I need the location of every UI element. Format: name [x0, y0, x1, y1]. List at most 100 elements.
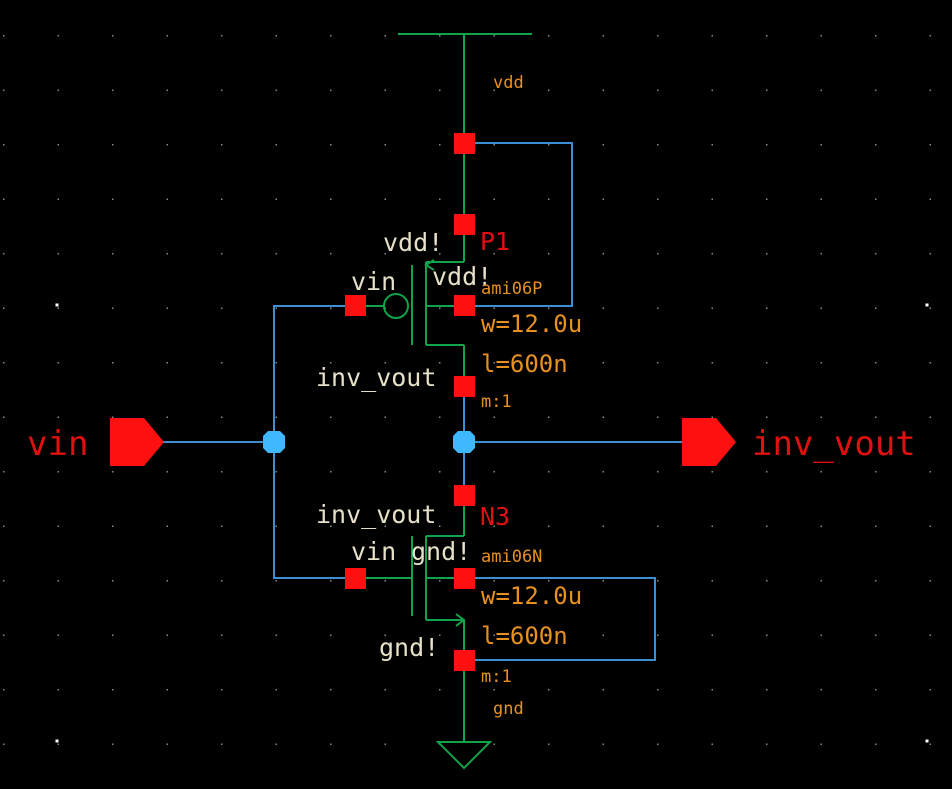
- grid-dot: [112, 689, 114, 691]
- grid-dot: [384, 416, 386, 418]
- grid-dot: [602, 416, 604, 418]
- grid-dot: [929, 689, 931, 691]
- grid-dot: [711, 307, 713, 309]
- grid-dot: [548, 198, 550, 200]
- ground-icon: [435, 741, 493, 770]
- port-label-vin: vin: [27, 424, 88, 464]
- grid-dot: [548, 307, 550, 309]
- pmos-instance-label: P1: [480, 227, 510, 256]
- grid-dot: [766, 307, 768, 309]
- grid-dot: [3, 362, 5, 364]
- grid-dot: [330, 743, 332, 745]
- grid-dot: [57, 743, 59, 745]
- grid-dot: [766, 580, 768, 582]
- net-vdd-bulk-wire[interactable]: [464, 142, 573, 307]
- grid-dot: [875, 144, 877, 146]
- pmos-width-label: w=12.0u: [481, 310, 582, 338]
- grid-dot: [657, 362, 659, 364]
- grid-dot: [221, 253, 223, 255]
- grid-dot: [166, 689, 168, 691]
- grid-dot: [384, 580, 386, 582]
- grid-dot: [711, 416, 713, 418]
- grid-dot: [3, 634, 5, 636]
- grid-dot: [711, 580, 713, 582]
- grid-dot: [766, 471, 768, 473]
- grid-dot: [657, 634, 659, 636]
- nmos-bulk-terminal-label: gnd!: [411, 537, 471, 566]
- grid-dot: [57, 144, 59, 146]
- grid-dot: [166, 580, 168, 582]
- grid-dot: [384, 89, 386, 91]
- nmos-width-label: w=12.0u: [481, 582, 582, 610]
- grid-dot: [548, 362, 550, 364]
- grid-dot: [766, 634, 768, 636]
- output-port-inv-vout-icon[interactable]: [682, 418, 736, 466]
- grid-dot: [929, 525, 931, 527]
- grid-major-dot: [55, 303, 59, 307]
- grid-dot: [439, 35, 441, 37]
- grid-dot: [112, 525, 114, 527]
- grid-dot: [766, 362, 768, 364]
- pmos-gate-bubble-icon: [383, 293, 409, 319]
- grid-dot: [875, 35, 877, 37]
- net-gnd-bulk-wire[interactable]: [464, 577, 656, 661]
- grid-dot: [766, 743, 768, 745]
- grid-dot: [221, 89, 223, 91]
- pmos-length-label: l=600n: [481, 350, 568, 378]
- grid-dot: [548, 471, 550, 473]
- grid-dot: [275, 253, 277, 255]
- grid-dot: [657, 144, 659, 146]
- grid-dot: [3, 198, 5, 200]
- net-vin-gate-wire[interactable]: [273, 305, 356, 579]
- grid-dot: [657, 416, 659, 418]
- grid-dot: [657, 471, 659, 473]
- pmos-source-terminal-label: vdd!: [432, 262, 492, 291]
- pin-pmos-bulk[interactable]: [454, 295, 475, 316]
- pin-nmos-gate[interactable]: [345, 568, 366, 589]
- grid-dot: [875, 253, 877, 255]
- grid-dot: [384, 198, 386, 200]
- pin-nmos-drain[interactable]: [454, 485, 475, 506]
- grid-dot: [439, 525, 441, 527]
- grid-dot: [493, 634, 495, 636]
- pin-pmos-source[interactable]: [454, 214, 475, 235]
- grid-dot: [875, 89, 877, 91]
- input-port-vin-icon[interactable]: [110, 418, 164, 466]
- grid-dot: [112, 198, 114, 200]
- grid-dot: [929, 198, 931, 200]
- grid-dot: [929, 580, 931, 582]
- grid-dot: [112, 307, 114, 309]
- grid-dot: [384, 634, 386, 636]
- grid-dot: [711, 634, 713, 636]
- pin-nmos-source[interactable]: [454, 650, 475, 671]
- grid-dot: [820, 416, 822, 418]
- grid-dot: [439, 689, 441, 691]
- pmos-transistor[interactable]: [366, 143, 465, 386]
- pin-vdd-top[interactable]: [454, 133, 475, 154]
- net-wires[interactable]: [160, 142, 684, 661]
- grid-dot: [112, 362, 114, 364]
- pin-pmos-gate[interactable]: [345, 295, 366, 316]
- grid-dot: [221, 689, 223, 691]
- grid-dot: [766, 89, 768, 91]
- net-label-gnd: gnd: [493, 699, 524, 719]
- grid-dot: [820, 743, 822, 745]
- grid-dot: [711, 253, 713, 255]
- grid-dot: [3, 471, 5, 473]
- grid-dot: [221, 307, 223, 309]
- pin-nmos-bulk[interactable]: [454, 568, 475, 589]
- grid-dot: [112, 580, 114, 582]
- pin-pmos-drain[interactable]: [454, 376, 475, 397]
- grid-dot: [657, 525, 659, 527]
- grid-major-dot: [925, 739, 929, 743]
- grid-dot: [57, 471, 59, 473]
- grid-dot: [275, 35, 277, 37]
- grid-dot: [929, 144, 931, 146]
- vdd-supply-symbol[interactable]: [398, 33, 532, 143]
- gnd-supply-symbol[interactable]: [435, 660, 493, 770]
- grid-dot: [112, 144, 114, 146]
- grid-dot: [166, 89, 168, 91]
- grid-dot: [493, 743, 495, 745]
- nmos-gate-terminal-label: vin: [351, 537, 396, 566]
